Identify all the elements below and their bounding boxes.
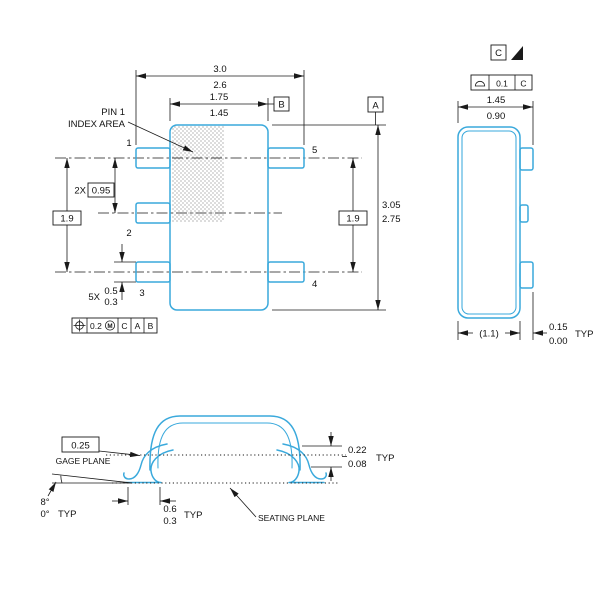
span-left-dim-box (52, 210, 82, 226)
overall-length-min: 2.75 (382, 214, 401, 225)
pin-centerlines (55, 157, 362, 273)
lead-detail-dimension-lines (47, 432, 347, 518)
profile-datum: C (520, 79, 526, 89)
lead-angle-min: 0° (40, 509, 49, 520)
pin-number-5: 5 (312, 145, 317, 156)
lead-detail-view: 0.25 GAGE PLANE 0.22 0.08 TYP 8° 0° TYP … (40, 415, 394, 527)
top-view: 0.2 M C A B 3.0 2.6 1.75 1.45 B A 3.05 2… (52, 64, 401, 334)
mmc-modifier-icon (105, 320, 116, 331)
fcf-datum-2: A (135, 321, 141, 331)
top-view-outline (135, 124, 305, 311)
standoff-qualifier: TYP (575, 329, 593, 340)
height-min: 0.90 (487, 111, 506, 122)
body-width-max: 1.75 (210, 92, 229, 103)
pin-number-3: 3 (139, 288, 144, 299)
position-symbol-icon (73, 319, 86, 332)
pin1-index-area-hatch (171, 126, 225, 223)
span-left-value: 1.9 (60, 214, 73, 225)
pin-3-pad (135, 261, 171, 283)
detail-body-inner (157, 422, 293, 469)
span-right-dim-box (338, 210, 368, 226)
position-fcf: 0.2 M C A B (71, 317, 158, 334)
left-lead-outer (123, 443, 168, 480)
pitch-prefix: 2X (74, 186, 86, 197)
left-lead-inner (125, 449, 174, 484)
pin-5-pad (267, 147, 305, 169)
overall-width-min: 2.6 (213, 80, 226, 91)
overall-width-max: 3.0 (213, 64, 226, 75)
datum-c-flag-icon (511, 46, 523, 60)
mmc-modifier-letter: M (107, 323, 112, 330)
lead-thickness-min: 0.08 (348, 459, 367, 470)
overall-length-max: 3.05 (382, 200, 401, 211)
pin-number-1: 1 (126, 138, 131, 149)
position-tolerance: 0.2 (90, 321, 102, 331)
lead-width-prefix: 5X (88, 292, 100, 303)
pin-number-4: 4 (312, 279, 317, 290)
lead-angle-qualifier: TYP (58, 509, 76, 520)
lead-detail-outline (123, 415, 327, 484)
profile-fcf: 0.1 C (470, 74, 533, 91)
lead-angle-max: 8° (40, 497, 49, 508)
lead-thickness-qualifier: TYP (376, 453, 394, 464)
profile-symbol-icon (474, 80, 486, 87)
pin1-note-line1: PIN 1 (101, 107, 125, 118)
side-view: 0.1 C C 1.45 0.90 (1.1) 0.15 0.00 TYP (457, 44, 593, 347)
fcf-datum-3: B (148, 321, 154, 331)
side-body-inner (461, 130, 517, 315)
datum-b-label: B (278, 100, 284, 111)
datum-c-box (490, 44, 507, 61)
gage-offset-value: 0.25 (71, 441, 90, 452)
side-lead-middle (519, 204, 529, 223)
side-view-dimension-lines (457, 101, 547, 340)
right-lead-outer (282, 443, 327, 480)
standoff-max: 0.15 (549, 322, 568, 333)
side-body (457, 126, 521, 319)
pin-number-2: 2 (126, 228, 131, 239)
pin-4-pad (267, 261, 305, 283)
side-lead-bottom (519, 261, 534, 289)
side-lead-top (519, 147, 534, 171)
datum-a-label: A (372, 101, 379, 112)
top-view-dimension-lines (64, 70, 386, 311)
fcf-datum-1: C (121, 321, 127, 331)
foot-length-max: 0.6 (163, 504, 176, 515)
datum-c-label: C (495, 48, 502, 59)
lead-width-min: 0.3 (104, 297, 117, 308)
foot-length-qualifier: TYP (184, 510, 202, 521)
pitch-value: 0.95 (92, 186, 111, 197)
standoff-min: 0.00 (549, 336, 568, 347)
pin1-note-line2: INDEX AREA (68, 119, 126, 130)
pitch-dim-box (87, 182, 115, 198)
profile-tolerance: 0.1 (496, 79, 508, 89)
detail-body-outer (149, 415, 301, 471)
seating-plane-label: SEATING PLANE (258, 513, 325, 523)
side-view-outline (457, 126, 534, 319)
gage-offset-box (61, 436, 100, 453)
lead-thickness-max: 0.22 (348, 445, 367, 456)
pin-2-pad (135, 202, 171, 224)
span-right-value: 1.9 (346, 214, 359, 225)
pin-1-pad (135, 147, 171, 169)
gage-plane-label: GAGE PLANE (56, 456, 111, 466)
datum-a-box (367, 96, 384, 113)
foot-length-min: 0.3 (163, 516, 176, 527)
datum-b-box (273, 96, 290, 112)
body-width-min: 1.45 (210, 108, 229, 119)
lead-width-max: 0.5 (104, 286, 117, 297)
height-max: 1.45 (487, 95, 506, 106)
body-width-ref: (1.1) (479, 329, 499, 340)
